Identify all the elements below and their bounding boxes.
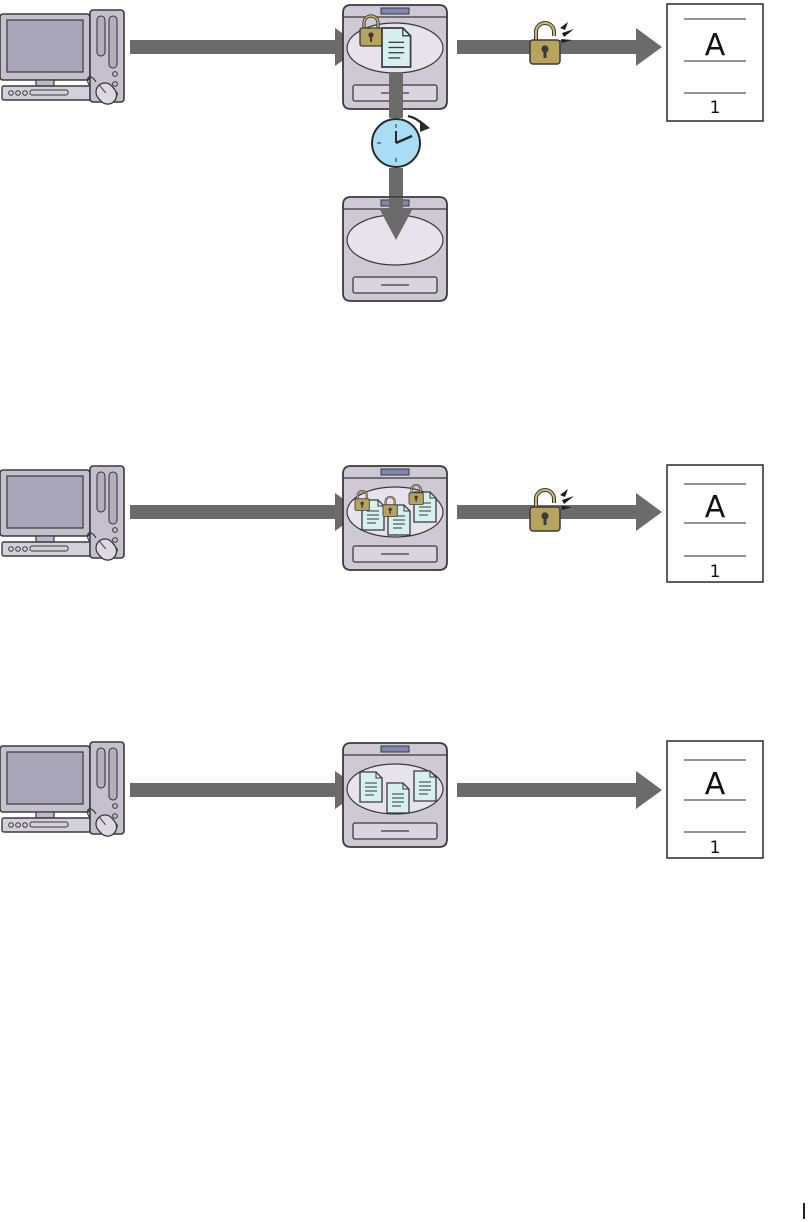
page-letter: A	[705, 767, 726, 802]
page-letter: A	[705, 28, 726, 63]
computer-icon	[0, 742, 124, 840]
clock-icon	[372, 116, 430, 167]
computer-icon	[0, 466, 124, 564]
printed-page-icon: A 1	[667, 741, 763, 858]
document-icon	[387, 783, 409, 813]
document-icon	[414, 771, 436, 801]
document-icon	[360, 772, 382, 802]
page-number: 1	[710, 562, 721, 582]
flow-2: A 1	[0, 465, 763, 582]
page-edge-mark	[803, 1203, 805, 1219]
send-arrow	[130, 28, 362, 66]
timeout-connector	[389, 72, 403, 118]
printed-page-icon: A 1	[667, 465, 763, 582]
flow-3: A 1	[0, 741, 763, 858]
computer-icon	[0, 10, 124, 108]
page-number: 1	[710, 98, 721, 118]
flow-1: A 1	[0, 4, 763, 301]
print-arrow	[457, 771, 662, 809]
document-icon	[382, 28, 411, 67]
printed-page-icon: A 1	[667, 4, 763, 121]
page-letter: A	[705, 490, 726, 525]
page-number: 1	[710, 838, 721, 858]
send-arrow	[130, 493, 362, 531]
send-arrow	[130, 771, 362, 809]
